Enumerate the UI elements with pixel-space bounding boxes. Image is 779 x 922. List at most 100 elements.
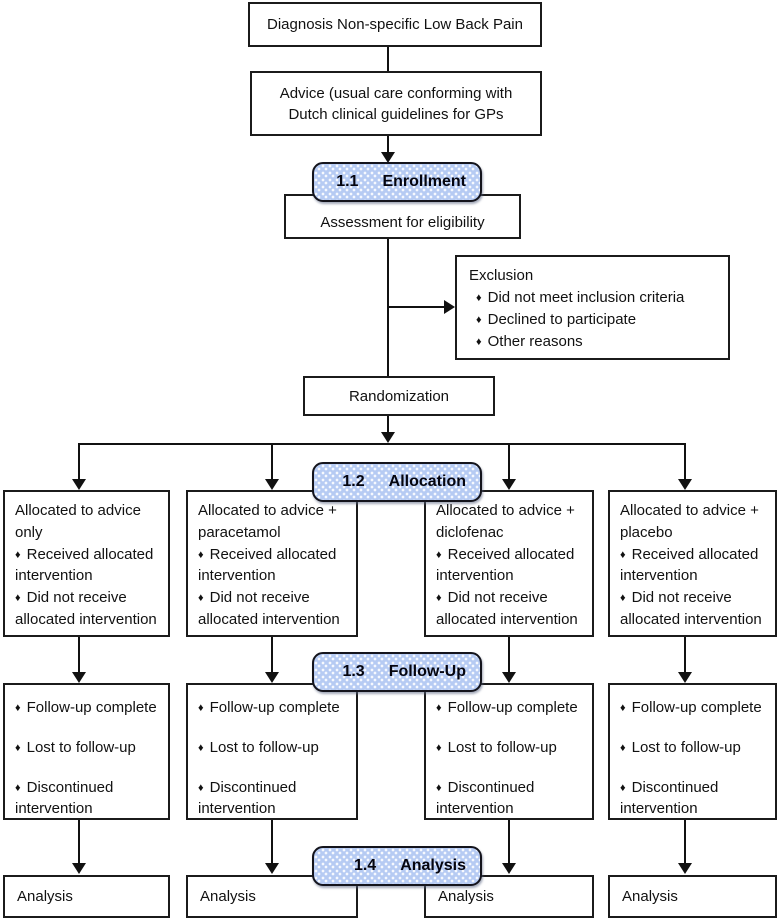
flow-line xyxy=(508,820,510,864)
flow-line xyxy=(684,445,686,480)
exclusion-box: Exclusion ♦ Did not meet inclusion criter… xyxy=(455,255,730,360)
arrow-down-icon xyxy=(72,863,86,874)
advice-box: Advice (usual care conforming with Dutch… xyxy=(250,71,542,136)
bullet-text: Discontinued intervention xyxy=(436,778,535,818)
flow-line xyxy=(387,47,389,71)
diamond-bullet-icon: ♦ xyxy=(620,592,626,604)
bullet-text: Received allocated intervention xyxy=(620,545,759,585)
exclusion-title: Exclusion xyxy=(469,267,534,284)
followup-box: ♦Follow-up complete ♦Lost to follow-up ♦… xyxy=(3,683,170,820)
diamond-bullet-icon: ♦ xyxy=(15,781,21,794)
arrow-down-icon xyxy=(678,672,692,683)
diamond-bullet-icon: ♦ xyxy=(436,781,442,794)
bullet-item: ♦Received allocated intervention xyxy=(436,544,586,588)
enrollment-badge: 1.1 Enrollment xyxy=(312,162,482,202)
bullet-item: ♦ Did not meet inclusion criteria xyxy=(469,287,718,309)
analysis-text: Analysis xyxy=(438,888,494,905)
flow-line xyxy=(78,820,80,864)
bullet-item: ♦Did not receive allocated intervention xyxy=(15,587,162,631)
badge-label: Analysis xyxy=(400,857,466,874)
diamond-bullet-icon: ♦ xyxy=(198,741,204,754)
diamond-bullet-icon: ♦ xyxy=(436,702,442,714)
flow-line xyxy=(387,136,389,153)
arrow-down-icon xyxy=(265,863,279,874)
diamond-bullet-icon: ♦ xyxy=(198,702,204,714)
bullet-text: Lost to follow-up xyxy=(447,738,557,756)
bullet-item: ♦Lost to follow-up xyxy=(15,737,162,759)
analysis-box: Analysis xyxy=(3,875,170,918)
bullet-item: ♦Declined to participate xyxy=(469,309,718,331)
bullet-text: Did not receive allocated intervention xyxy=(436,589,578,628)
flow-line xyxy=(271,637,273,673)
bullet-item: ♦Received allocated intervention xyxy=(198,544,350,588)
bullet-item: ♦Follow-up complete xyxy=(198,697,350,719)
flow-line xyxy=(78,637,80,673)
diamond-bullet-icon: ♦ xyxy=(436,548,442,561)
flow-line xyxy=(684,820,686,864)
arrow-down-icon xyxy=(265,479,279,490)
bullet-text: Received allocated intervention xyxy=(198,545,337,585)
diamond-bullet-icon: ♦ xyxy=(436,741,442,754)
followup-badge: 1.3 Follow-Up xyxy=(312,652,482,692)
bullet-item: ♦Discontinued intervention xyxy=(198,777,350,821)
diamond-bullet-icon: ♦ xyxy=(198,781,204,794)
bullet-item: ♦Lost to follow-up xyxy=(620,737,769,759)
arrow-right-icon xyxy=(444,300,455,314)
diamond-bullet-icon: ♦ xyxy=(620,548,626,561)
diamond-bullet-icon: ♦ xyxy=(436,592,442,604)
bullet-text: Did not receive allocated intervention xyxy=(198,589,340,628)
flow-line xyxy=(271,445,273,480)
flow-line xyxy=(388,306,445,308)
assessment-box: Assessment for eligibility xyxy=(284,194,521,239)
arrow-down-icon xyxy=(678,479,692,490)
arrow-down-icon xyxy=(72,672,86,683)
flow-line xyxy=(684,637,686,673)
diamond-bullet-icon: ♦ xyxy=(476,292,482,305)
bullet-text: Lost to follow-up xyxy=(631,738,741,756)
bullet-text: Follow-up complete xyxy=(447,699,578,716)
badge-number: 1.3 xyxy=(342,663,365,680)
diamond-bullet-icon: ♦ xyxy=(15,741,21,754)
assessment-text: Assessment for eligibility xyxy=(320,214,485,231)
arrow-down-icon xyxy=(502,479,516,490)
arrow-down-icon xyxy=(265,672,279,683)
flow-line xyxy=(508,637,510,673)
box-title: Allocated to advice + paracetamol xyxy=(198,502,337,541)
allocation-box: Allocated to advice only ♦Received alloc… xyxy=(3,490,170,637)
bullet-item: ♦ Lost to follow-up xyxy=(436,737,586,759)
bullet-text: Discontinued intervention xyxy=(15,778,114,818)
followup-box: ♦ Follow-up complete ♦ Lost to follow-up ♦… xyxy=(424,683,594,820)
bullet-item: ♦Received allocated intervention xyxy=(15,544,162,588)
analysis-text: Analysis xyxy=(200,888,256,905)
advice-text: Advice (usual care conforming with Dutch… xyxy=(279,84,513,123)
bullet-item: ♦Follow-up complete xyxy=(620,697,769,719)
badge-label: Allocation xyxy=(388,473,466,490)
bullet-item: ♦Discontinued intervention xyxy=(436,777,586,821)
diamond-bullet-icon: ♦ xyxy=(15,548,21,561)
diamond-bullet-icon: ♦ xyxy=(620,781,626,794)
analysis-box: Analysis xyxy=(608,875,777,918)
allocation-box: Allocated to advice + placebo ♦Received … xyxy=(608,490,777,637)
allocation-box: Allocated to advice + diclofenac ♦Receiv… xyxy=(424,490,594,637)
bullet-text: Did not receive allocated intervention xyxy=(15,589,157,628)
bullet-text: Did not receive allocated intervention xyxy=(620,589,762,628)
bullet-item: ♦Discontinued intervention xyxy=(620,777,769,821)
bullet-text: Received allocated intervention xyxy=(15,545,154,585)
flow-line xyxy=(78,443,686,445)
followup-box: ♦Follow-up complete ♦Lost to follow-up ♦… xyxy=(186,683,358,820)
badge-number: 1.4 xyxy=(353,857,377,874)
bullet-item: ♦Did not receive allocated intervention xyxy=(620,587,769,631)
diamond-bullet-icon: ♦ xyxy=(15,702,21,714)
analysis-text: Analysis xyxy=(622,888,678,905)
flow-line xyxy=(78,445,80,480)
badge-label: Enrollment xyxy=(382,173,466,190)
followup-box: ♦Follow-up complete ♦Lost to follow-up ♦… xyxy=(608,683,777,820)
allocation-box: Allocated to advice + paracetamol ♦Recei… xyxy=(186,490,358,637)
diamond-bullet-icon: ♦ xyxy=(198,548,204,561)
diamond-bullet-icon: ♦ xyxy=(15,592,21,604)
arrow-down-icon xyxy=(72,479,86,490)
bullet-item: ♦Did not receive allocated intervention xyxy=(198,587,350,631)
bullet-text: Did not meet inclusion criteria xyxy=(487,289,685,307)
analysis-text: Analysis xyxy=(17,888,73,905)
